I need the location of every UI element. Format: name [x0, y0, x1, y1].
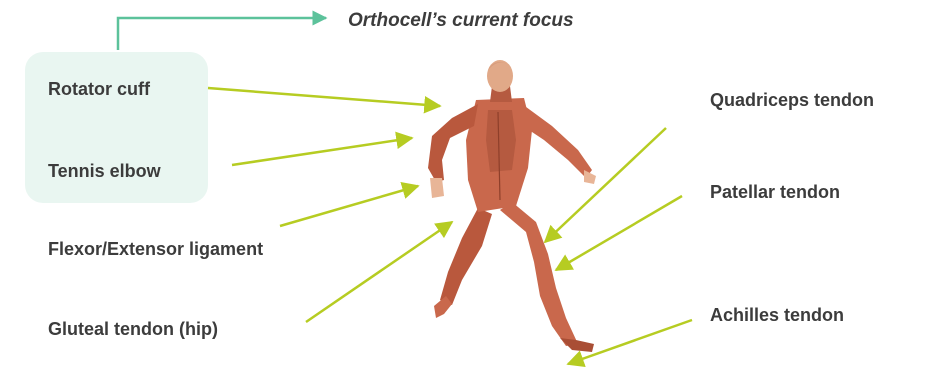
legend-current-focus: Orthocell’s current focus — [348, 10, 574, 32]
label-quadriceps-tendon: Quadriceps tendon — [710, 91, 874, 109]
label-patellar-tendon: Patellar tendon — [710, 183, 840, 201]
running-man-anatomy-figure — [428, 60, 596, 352]
label-tennis-elbow: Tennis elbow — [48, 162, 161, 180]
flexor-extensor-arrow — [280, 186, 418, 226]
label-flexor-extensor-ligament: Flexor/Extensor ligament — [48, 240, 263, 258]
achilles-tendon-arrow — [568, 320, 692, 364]
gluteal-tendon-arrow — [306, 222, 452, 322]
legend-connector-arrow — [118, 18, 326, 50]
tennis-elbow-arrow — [232, 138, 412, 165]
rotator-cuff-arrow — [208, 88, 440, 106]
label-achilles-tendon: Achilles tendon — [710, 306, 844, 324]
patellar-tendon-arrow — [556, 196, 682, 270]
label-rotator-cuff: Rotator cuff — [48, 80, 150, 98]
label-gluteal-tendon: Gluteal tendon (hip) — [48, 320, 218, 338]
